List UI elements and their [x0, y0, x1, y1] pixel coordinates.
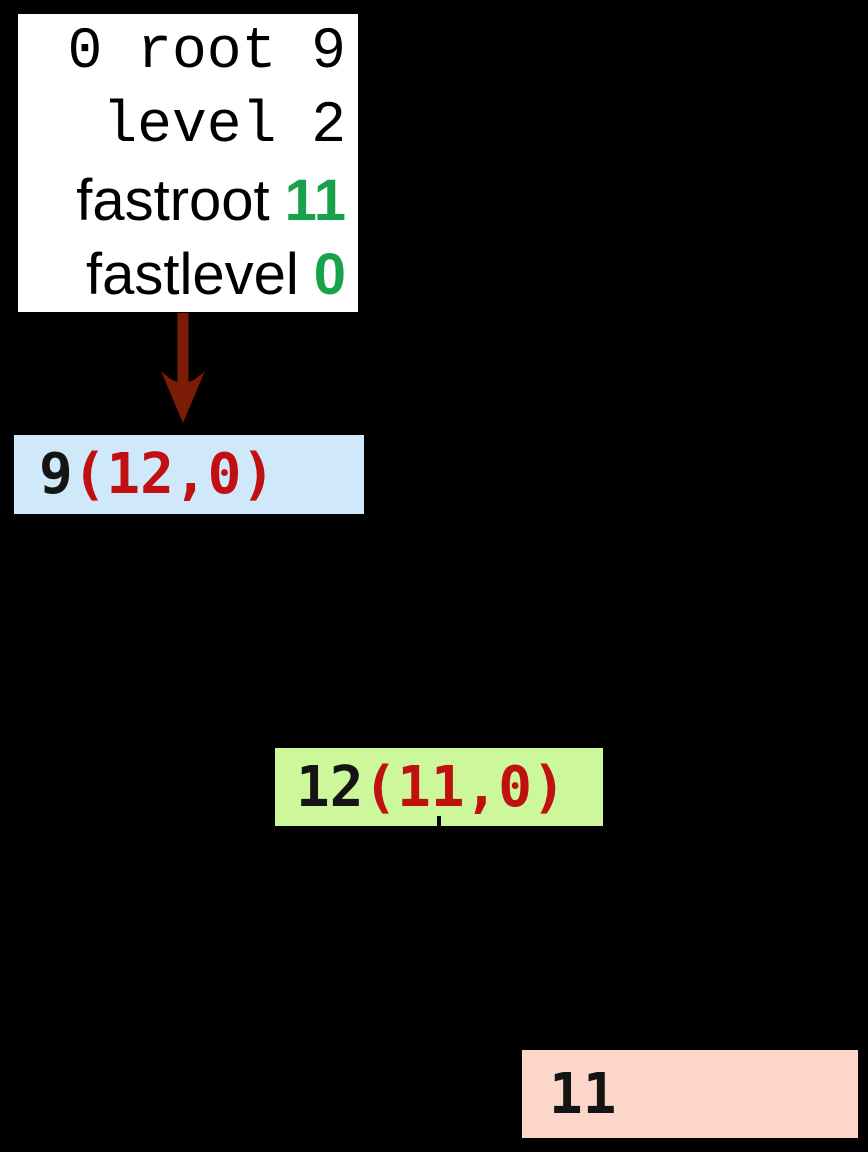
down-arrow-icon — [161, 313, 205, 423]
node-12-ref: (11,0) — [363, 754, 566, 820]
fastroot-value: 11 — [284, 168, 346, 233]
node-9-ref: (12,0) — [72, 442, 276, 507]
edge-stub — [437, 816, 441, 830]
level-line: level 2 — [102, 94, 346, 159]
node-12: 12(11,0) — [275, 748, 603, 826]
root-line: 0 root 9 — [67, 20, 346, 85]
node-11: 11 — [522, 1050, 858, 1138]
node-11-id: 11 — [549, 1061, 617, 1127]
fastlevel-value: 0 — [313, 242, 346, 307]
node-12-id: 12 — [296, 754, 364, 820]
node-9: 9(12,0) — [14, 435, 364, 514]
fastroot-label: fastroot — [76, 168, 270, 233]
node-9-id: 9 — [39, 442, 73, 507]
fastlevel-label: fastlevel — [85, 242, 299, 307]
